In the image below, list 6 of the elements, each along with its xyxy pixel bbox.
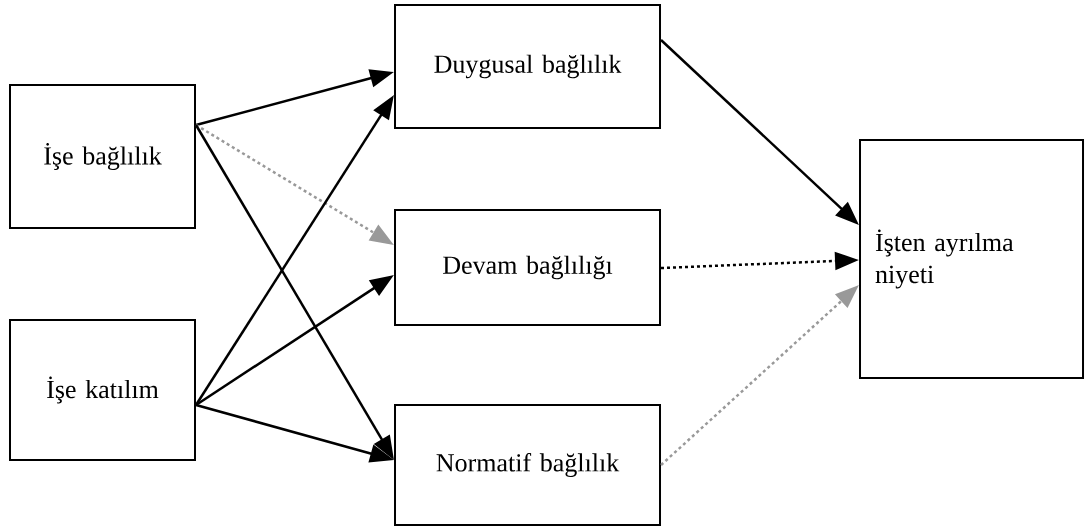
box: İşten ayrılma niyeti: [859, 139, 1084, 379]
box: İşe bağlılık: [9, 84, 196, 229]
box: Duygusal bağlılık: [394, 4, 661, 129]
box: İşe katılım: [9, 319, 196, 461]
box: Normatif bağlılık: [394, 404, 661, 526]
box: Devam bağlılığı: [394, 209, 661, 326]
